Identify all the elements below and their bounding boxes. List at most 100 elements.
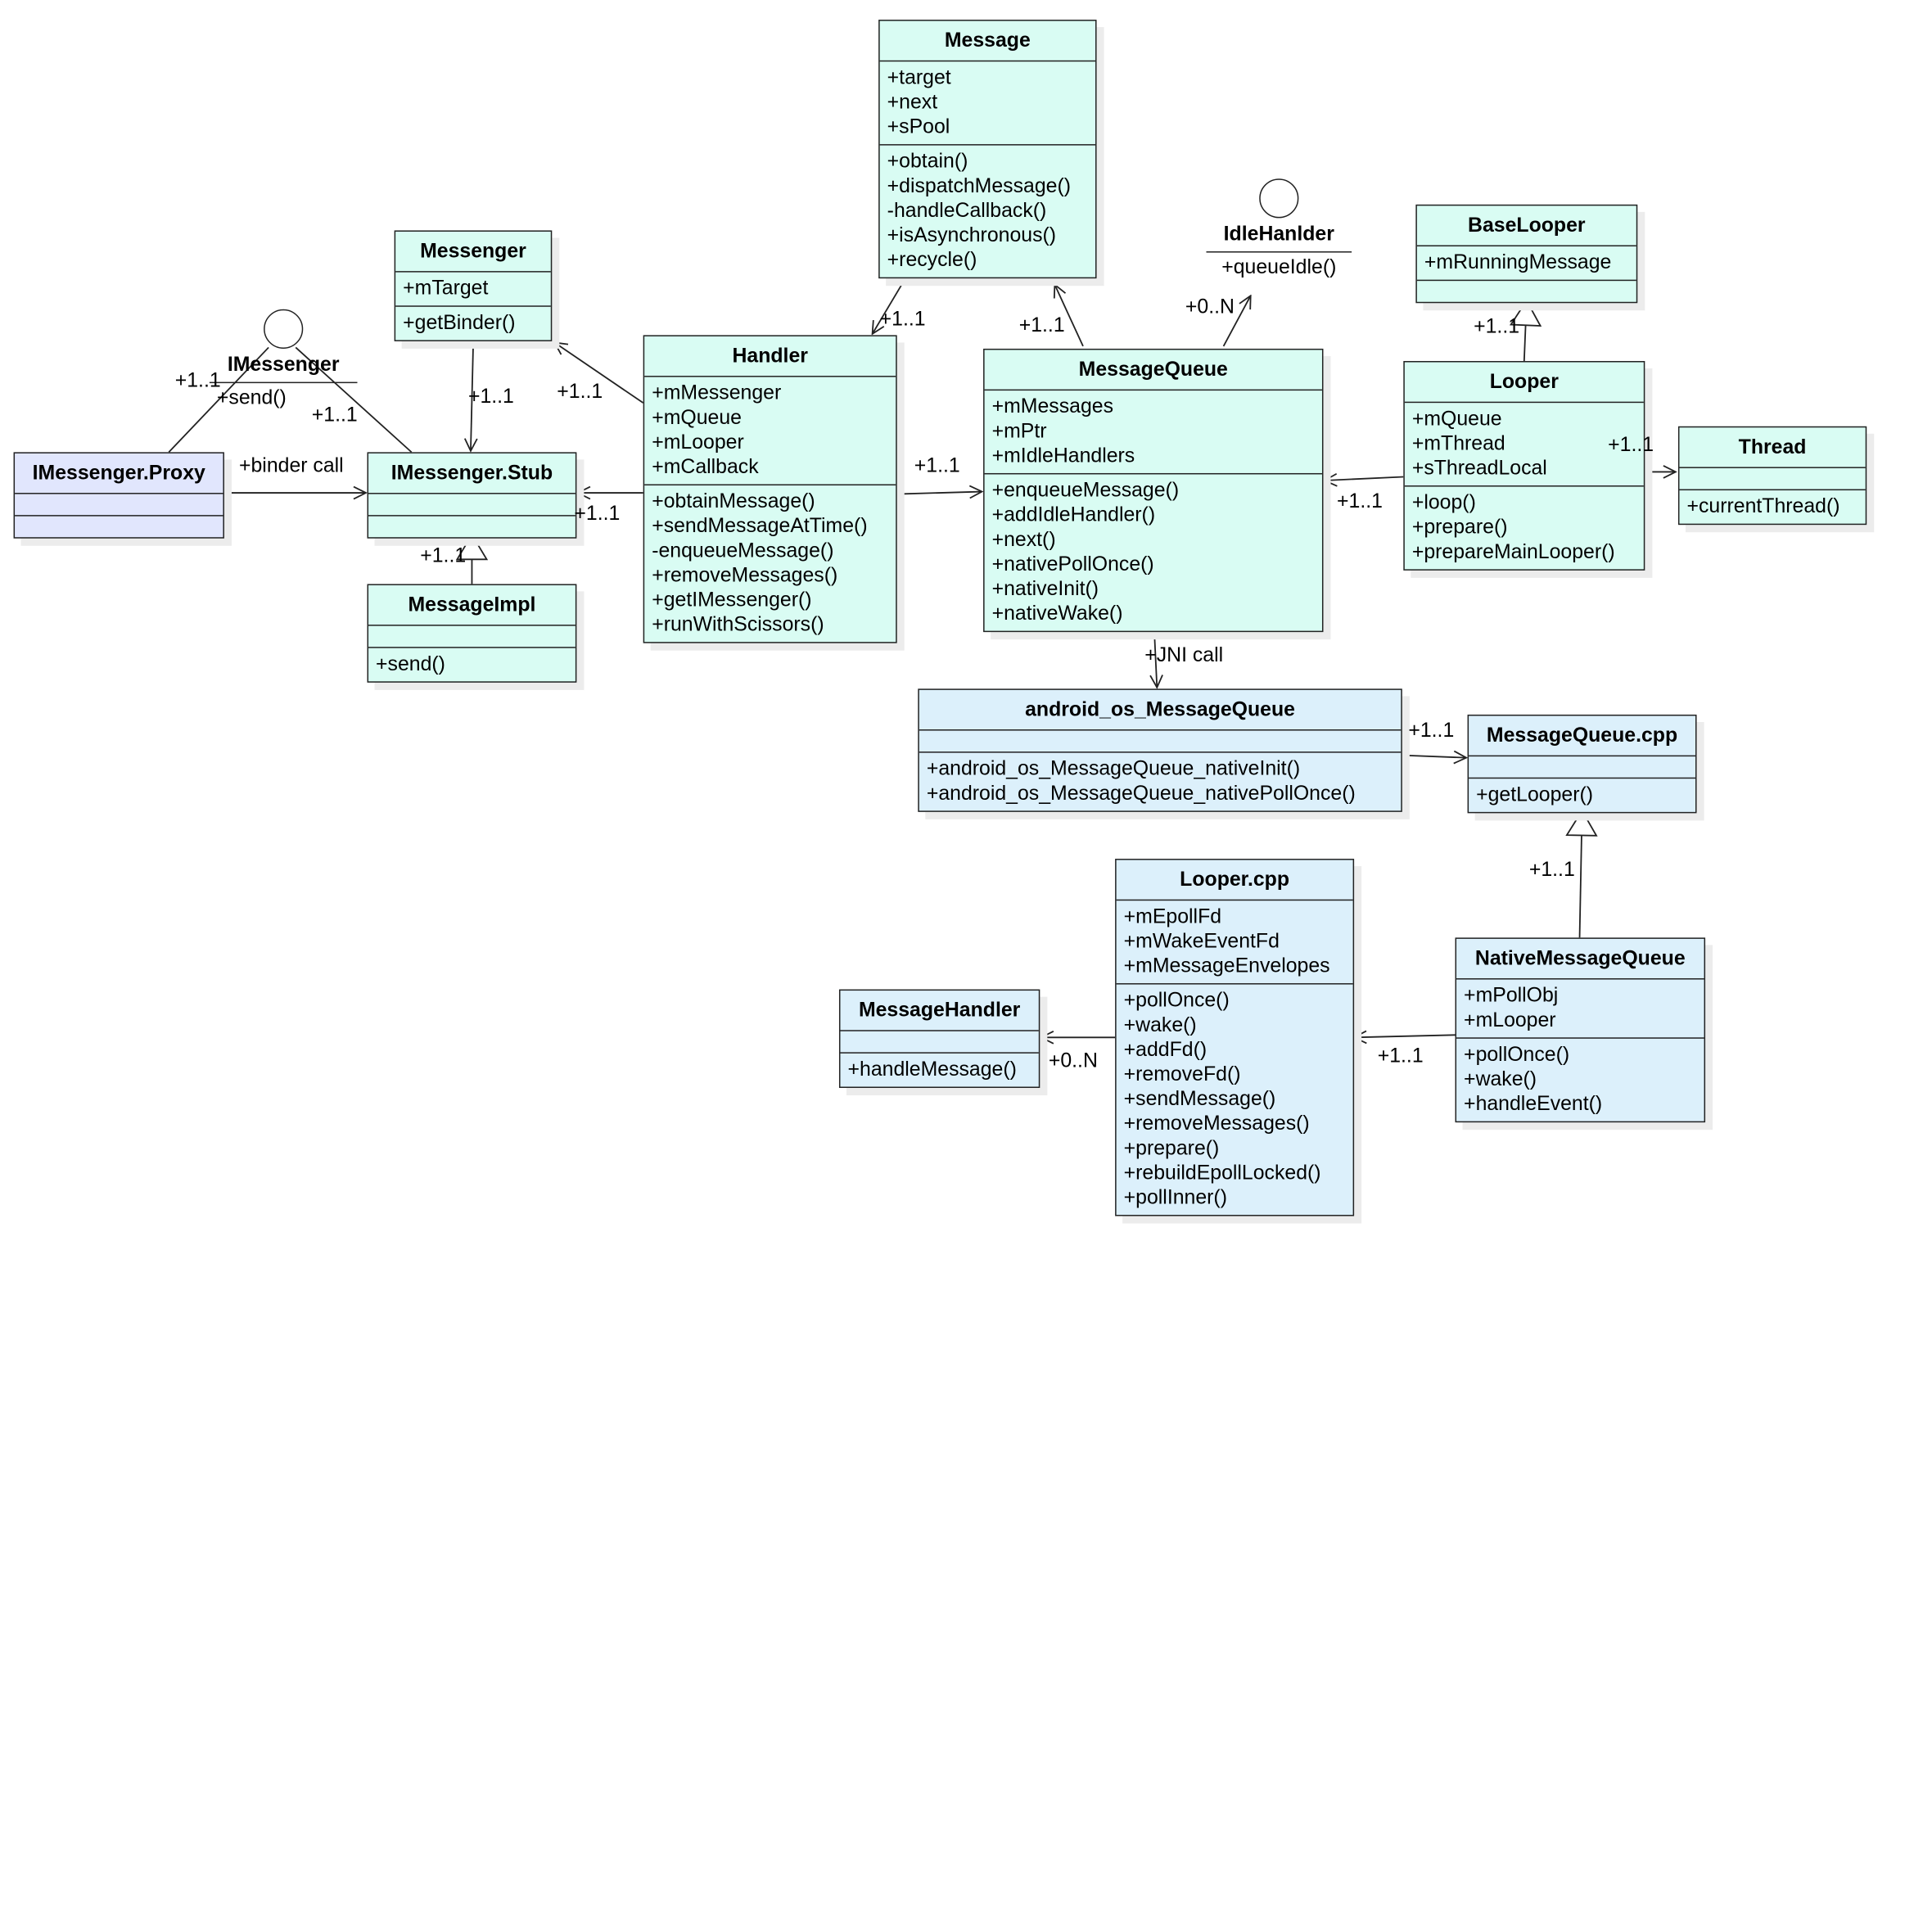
- interface-name: IMessenger: [227, 353, 340, 377]
- class-message-impl[interactable]: MessageImpl +send(): [367, 584, 577, 683]
- connectors-layer: [168, 282, 1932, 1281]
- operations: +getLooper(): [1469, 778, 1695, 812]
- multiplicity-label: +0..N: [1185, 296, 1235, 318]
- class-base-looper[interactable]: BaseLooper +mRunningMessage: [1415, 204, 1638, 304]
- multiplicity-label: +1..1: [1408, 719, 1455, 742]
- multiplicity-label: +1..1: [1337, 490, 1383, 513]
- operations: +android_os_MessageQueue_nativeInit() +a…: [919, 753, 1401, 811]
- multiplicity-label: +1..1: [914, 454, 960, 477]
- association-label: +JNI call: [1144, 644, 1224, 667]
- operation: +enqueueMessage(): [991, 479, 1180, 502]
- class-message-queue[interactable]: MessageQueue +mMessages +mPtr +mIdleHand…: [983, 348, 1324, 633]
- class-message[interactable]: Message +target +next +sPool +obtain() +…: [878, 20, 1097, 279]
- interface-idle-handler[interactable]: IdleHanlder +queueIdle(): [1206, 178, 1352, 279]
- operation: +isAsynchronous(): [887, 223, 1057, 247]
- edge-proxy-imessenger: [168, 346, 269, 453]
- class-looper-cpp[interactable]: Looper.cpp +mEpollFd +mWakeEventFd +mMes…: [1115, 859, 1355, 1216]
- attributes: [15, 494, 223, 517]
- class-android-os-message-queue[interactable]: android_os_MessageQueue +android_os_Mess…: [918, 688, 1402, 812]
- class-native-message-queue[interactable]: NativeMessageQueue +mPollObj +mLooper +p…: [1455, 937, 1706, 1123]
- operation: +sendMessageAtTime(): [652, 515, 868, 538]
- operation: +dispatchMessage(): [887, 174, 1072, 197]
- attribute: +mTarget: [403, 277, 489, 300]
- operation: +loop(): [1411, 491, 1476, 514]
- attributes: [840, 1031, 1039, 1054]
- attribute: +mPtr: [991, 420, 1047, 443]
- class-name: MessageQueue.cpp: [1469, 715, 1696, 757]
- class-name: Looper.cpp: [1116, 860, 1353, 901]
- operation: +prepareMainLooper(): [1411, 540, 1615, 563]
- interface-lollipop-icon: [1259, 178, 1299, 219]
- multiplicity-label: +1..1: [1474, 315, 1520, 338]
- class-imessenger-proxy[interactable]: IMessenger.Proxy: [13, 452, 224, 539]
- operations: +currentThread(): [1679, 490, 1865, 524]
- edge-native-cpp: [1580, 810, 1582, 938]
- class-name: MessageImpl: [368, 585, 576, 626]
- class-message-queue-cpp[interactable]: MessageQueue.cpp +getLooper(): [1467, 714, 1697, 814]
- class-name: BaseLooper: [1416, 205, 1636, 247]
- attributes: [368, 626, 576, 648]
- operation: +send(): [216, 386, 287, 409]
- attributes: +mEpollFd +mWakeEventFd +mMessageEnvelop…: [1116, 900, 1353, 985]
- class-message-handler[interactable]: MessageHandler +handleMessage(): [838, 989, 1040, 1089]
- multiplicity-label: +1..1: [557, 381, 603, 404]
- attribute: +mMessages: [991, 395, 1114, 418]
- class-looper[interactable]: Looper +mQueue +mThread +sThreadLocal +l…: [1403, 360, 1645, 571]
- attributes: +mMessenger +mQueue +mLooper +mCallback: [644, 377, 896, 486]
- operation: +handleMessage(): [847, 1058, 1017, 1081]
- operation: +android_os_MessageQueue_nativeInit(): [926, 757, 1301, 780]
- multiplicity-label: +1..1: [174, 369, 221, 392]
- edge-android-cpp: [1402, 756, 1466, 758]
- attribute: +mPollObj: [1464, 984, 1559, 1007]
- class-name: Messenger: [395, 232, 551, 273]
- interface-divider: [209, 381, 358, 384]
- multiplicity-label: +1..1: [879, 308, 926, 331]
- operations: +obtain() +dispatchMessage() -handleCall…: [880, 146, 1095, 278]
- attribute: +mThread: [1411, 432, 1505, 455]
- multiplicity-label: +0..N: [1048, 1049, 1098, 1072]
- attribute: +mMessageEnvelopes: [1123, 954, 1330, 977]
- attribute: +mIdleHandlers: [991, 445, 1135, 467]
- operations: +pollOnce() +wake() +handleEvent(): [1456, 1039, 1704, 1121]
- attribute: +sThreadLocal: [1411, 457, 1547, 480]
- multiplicity-label: +1..1: [1377, 1045, 1424, 1067]
- edge-messenger-stub: [471, 347, 473, 450]
- edge-handler-queue: [896, 492, 982, 494]
- attribute: +mQueue: [1411, 408, 1502, 431]
- class-name: IMessenger.Proxy: [15, 454, 223, 494]
- operation: +prepare(): [1411, 516, 1508, 539]
- attributes: +mTarget: [395, 273, 551, 307]
- attributes: [1679, 468, 1866, 491]
- interface-imessenger[interactable]: IMessenger +send(): [209, 309, 358, 410]
- class-thread[interactable]: Thread +currentThread(): [1677, 426, 1867, 526]
- operation: +recycle(): [887, 249, 977, 272]
- operation: +addIdleHandler(): [991, 503, 1156, 526]
- operation: +removeMessages(): [1123, 1112, 1310, 1135]
- class-handler[interactable]: Handler +mMessenger +mQueue +mLooper +mC…: [643, 335, 897, 643]
- attributes: +mQueue +mThread +sThreadLocal: [1404, 403, 1644, 487]
- class-imessenger-stub[interactable]: IMessenger.Stub: [367, 452, 577, 539]
- operation: +send(): [376, 652, 445, 675]
- attributes: [1469, 756, 1696, 779]
- edge-looper-queue: [1325, 476, 1404, 481]
- multiplicity-label: +1..1: [1528, 859, 1575, 882]
- operation: +obtain(): [887, 150, 968, 173]
- class-name: Thread: [1679, 427, 1866, 468]
- operations: +getBinder(): [395, 307, 551, 341]
- operations: [368, 517, 576, 538]
- operation: +getIMessenger(): [652, 589, 812, 611]
- attribute: +mLooper: [1464, 1009, 1556, 1031]
- attribute: +mRunningMessage: [1424, 251, 1612, 274]
- attribute: +mWakeEventFd: [1123, 930, 1280, 953]
- operation: +sendMessage(): [1123, 1088, 1276, 1111]
- class-name: Looper: [1404, 363, 1644, 404]
- class-messenger[interactable]: Messenger +mTarget +getBinder(): [394, 230, 553, 341]
- attributes: [368, 494, 576, 517]
- edge-queue-android: [1154, 635, 1157, 688]
- interface-divider: [1206, 251, 1352, 253]
- operations: +handleMessage(): [840, 1054, 1038, 1087]
- attributes: +target +next +sPool: [879, 61, 1096, 146]
- attribute: +next: [887, 91, 938, 114]
- attribute: +mQueue: [652, 406, 742, 429]
- operation: +handleEvent(): [1464, 1093, 1603, 1116]
